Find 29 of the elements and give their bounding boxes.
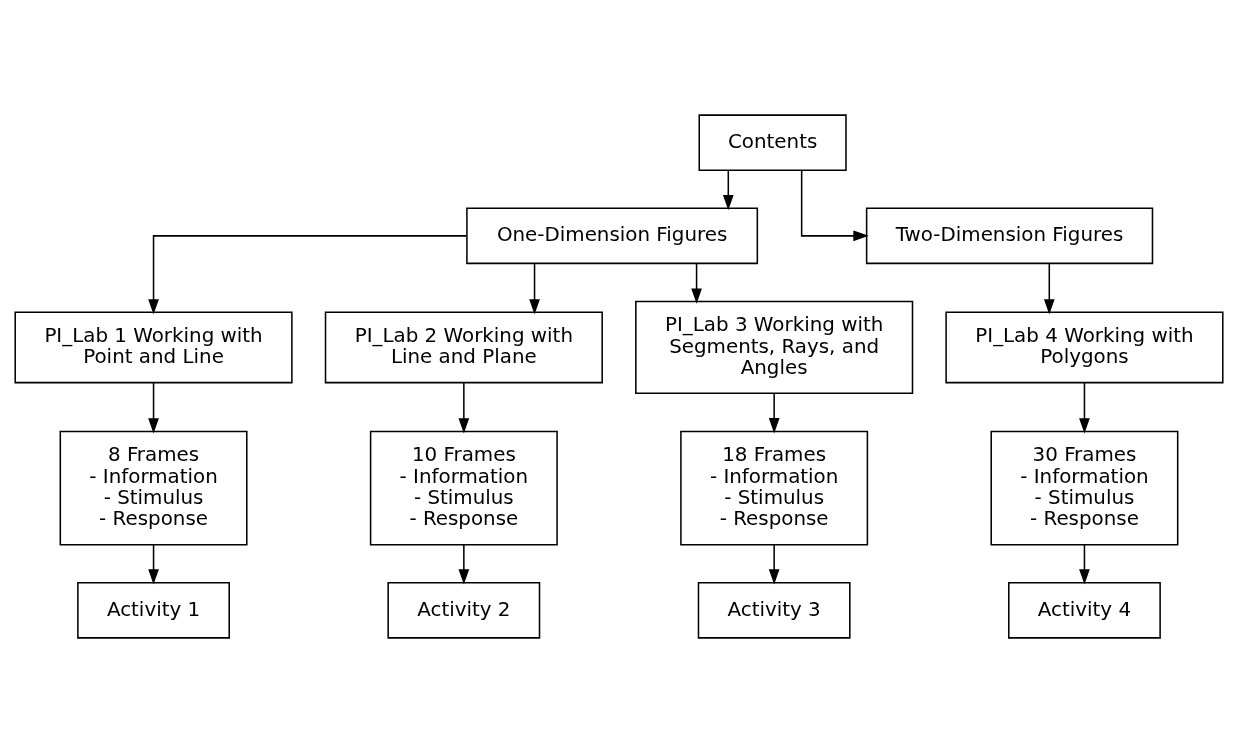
arrow <box>800 169 869 241</box>
arrow <box>148 234 468 314</box>
node-box: Contents <box>698 113 847 171</box>
arrow <box>148 543 159 585</box>
arrow <box>691 262 702 304</box>
arrow <box>1079 381 1090 434</box>
node-box: Activity 1 <box>77 581 230 639</box>
node-box: 30 Frames - Information - Stimulus - Response <box>990 430 1179 545</box>
node-box: PI_Lab 1 Working with Point and Line <box>14 311 293 383</box>
node-box: 8 Frames - Information - Stimulus - Response <box>59 430 248 545</box>
node-box: Activity 2 <box>387 581 541 639</box>
node-box: 10 Frames - Information - Stimulus - Response <box>369 430 558 545</box>
arrow <box>1079 543 1090 585</box>
node-box: PI_Lab 3 Working with Segments, Rays, and Angles <box>635 300 914 394</box>
node-box: 18 Frames - Information - Stimulus - Response <box>680 430 869 545</box>
node-box: One-Dimension Figures <box>466 207 759 264</box>
arrow <box>529 262 540 314</box>
node-box: Activity 3 <box>697 581 851 639</box>
arrow <box>768 392 780 433</box>
arrow <box>458 381 470 434</box>
arrow <box>1043 262 1055 314</box>
node-box: PI_Lab 2 Working with Line and Plane <box>324 311 603 383</box>
arrow <box>148 381 159 434</box>
arrow <box>458 543 470 585</box>
node-box: PI_Lab 4 Working with Polygons <box>945 311 1224 383</box>
node-box: Activity 4 <box>1008 581 1161 639</box>
arrow <box>722 169 734 210</box>
arrow <box>768 543 780 585</box>
node-box: Two-Dimension Figures <box>865 207 1154 264</box>
